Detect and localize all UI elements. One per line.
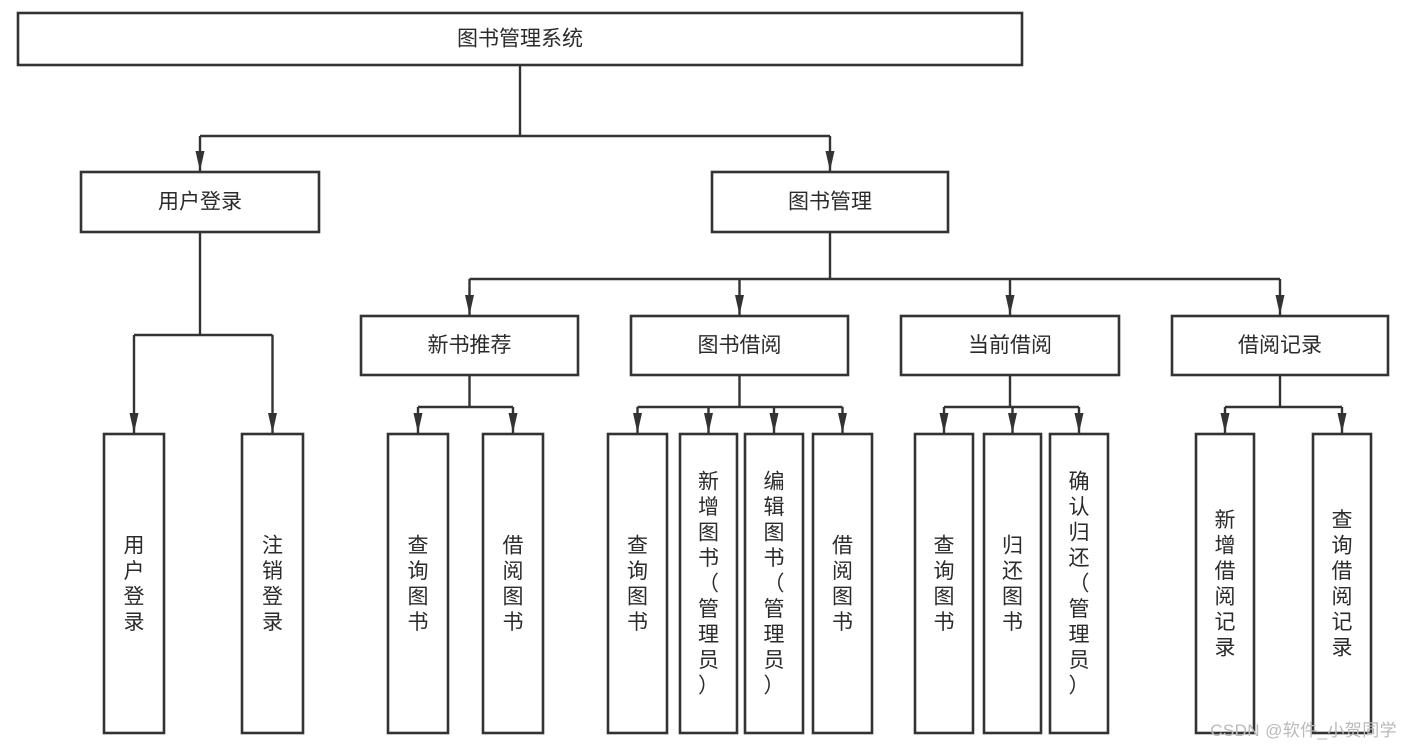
node-user-login-box: [79, 170, 321, 234]
node-leaf-add-book-box: [678, 432, 739, 735]
node-leaf-user-login[interactable]: 用户登录: [102, 432, 166, 735]
node-new-book-recommend[interactable]: 新书推荐: [359, 314, 580, 377]
node-leaf-query-record[interactable]: 查询借阅记录: [1311, 432, 1373, 735]
node-leaf-confirm-return[interactable]: 确认归还（管理员）: [1048, 432, 1110, 735]
node-leaf-add-record-box: [1194, 432, 1256, 735]
node-leaf-add-record[interactable]: 新增借阅记录: [1194, 432, 1256, 735]
node-leaf-return-book-box: [982, 432, 1043, 735]
node-leaf-add-record-label: 新增借阅记录: [1215, 509, 1236, 660]
node-layer: 图书管理系统用户登录图书管理新书推荐图书借阅当前借阅借阅记录用户登录注销登录查询…: [16, 11, 1390, 735]
node-leaf-edit-book[interactable]: 编辑图书（管理员）: [743, 432, 805, 735]
node-leaf-logout-label: 注销登录: [262, 534, 283, 634]
node-leaf-borrow-book-2-label: 借阅图书: [832, 534, 853, 634]
node-leaf-user-login-box: [102, 432, 166, 735]
node-book-manage[interactable]: 图书管理: [710, 170, 950, 234]
node-root[interactable]: 图书管理系统: [16, 11, 1024, 67]
node-root-box: [16, 11, 1024, 67]
node-leaf-add-book[interactable]: 新增图书（管理员）: [678, 432, 739, 735]
node-leaf-logout-box: [240, 432, 305, 735]
node-book-manage-box: [710, 170, 950, 234]
node-leaf-user-login-label: 用户登录: [124, 534, 145, 634]
node-leaf-query-book-2[interactable]: 查询图书: [606, 432, 669, 735]
node-borrow-record-label: 借阅记录: [1238, 334, 1322, 357]
node-root-label: 图书管理系统: [457, 28, 583, 51]
node-borrow-record[interactable]: 借阅记录: [1170, 314, 1390, 377]
node-leaf-query-book-1[interactable]: 查询图书: [386, 432, 450, 735]
watermark-label: CSDN @软件_小贺同学: [1210, 721, 1397, 740]
node-leaf-borrow-book-2[interactable]: 借阅图书: [811, 432, 874, 735]
node-user-login[interactable]: 用户登录: [79, 170, 321, 234]
node-current-borrow-label: 当前借阅: [968, 334, 1052, 357]
node-leaf-borrow-book-1-box: [481, 432, 545, 735]
node-user-login-label: 用户登录: [158, 191, 242, 214]
node-leaf-return-book-label: 归还图书: [1002, 534, 1023, 634]
node-leaf-add-book-label: 新增图书（管理员）: [698, 471, 719, 698]
node-leaf-edit-book-label: 编辑图书（管理员）: [764, 471, 785, 698]
node-leaf-confirm-return-label: 确认归还（管理员）: [1069, 471, 1090, 698]
node-leaf-logout[interactable]: 注销登录: [240, 432, 305, 735]
node-new-book-recommend-box: [359, 314, 580, 377]
node-book-borrow[interactable]: 图书借阅: [629, 314, 850, 377]
node-leaf-query-book-3-label: 查询图书: [934, 534, 955, 634]
node-leaf-return-book[interactable]: 归还图书: [982, 432, 1043, 735]
node-leaf-query-book-1-label: 查询图书: [408, 534, 429, 634]
node-leaf-query-book-3[interactable]: 查询图书: [913, 432, 975, 735]
node-current-borrow-box: [899, 314, 1121, 377]
node-leaf-borrow-book-2-box: [811, 432, 874, 735]
node-leaf-query-record-label: 查询借阅记录: [1332, 509, 1353, 660]
node-leaf-query-record-box: [1311, 432, 1373, 735]
node-leaf-borrow-book-1-label: 借阅图书: [503, 534, 524, 634]
node-new-book-recommend-label: 新书推荐: [428, 334, 512, 357]
node-leaf-borrow-book-1[interactable]: 借阅图书: [481, 432, 545, 735]
node-leaf-confirm-return-box: [1048, 432, 1110, 735]
node-book-borrow-label: 图书借阅: [698, 334, 782, 357]
node-borrow-record-box: [1170, 314, 1390, 377]
node-leaf-query-book-1-box: [386, 432, 450, 735]
connector-layer: [129, 65, 1347, 433]
node-leaf-query-book-2-label: 查询图书: [627, 534, 648, 634]
node-leaf-edit-book-box: [743, 432, 805, 735]
node-current-borrow[interactable]: 当前借阅: [899, 314, 1121, 377]
node-leaf-query-book-3-box: [913, 432, 975, 735]
node-book-borrow-box: [629, 314, 850, 377]
node-leaf-query-book-2-box: [606, 432, 669, 735]
node-book-manage-label: 图书管理: [788, 191, 872, 214]
